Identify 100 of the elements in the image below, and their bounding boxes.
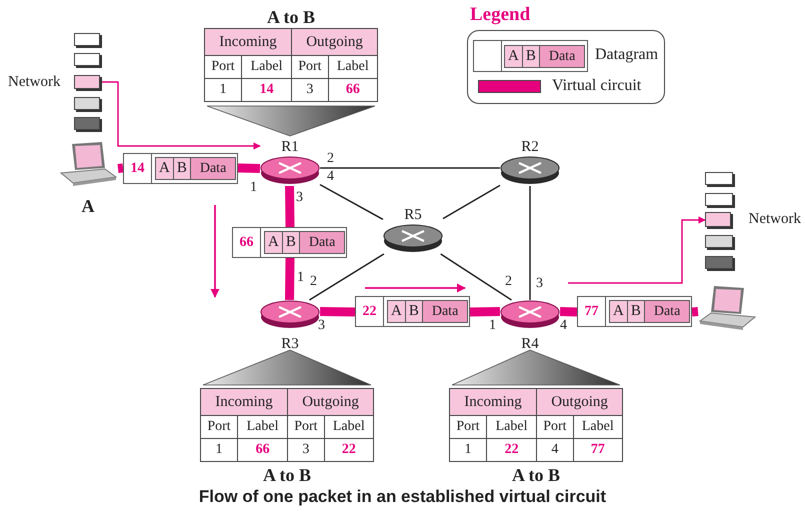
- virtual-circuit-link: [238, 164, 260, 173]
- virtual-circuit-link: [470, 307, 500, 316]
- port-number: 1: [297, 270, 304, 286]
- data-field: Data: [300, 232, 344, 253]
- circuit-label: 66: [233, 228, 261, 257]
- layer-label: Network: [748, 211, 801, 228]
- address-field: A: [610, 301, 628, 322]
- table-value: 66: [238, 438, 288, 462]
- circuit-label: 14: [124, 154, 152, 183]
- layer-box: [705, 193, 733, 206]
- router-label: R2: [520, 138, 540, 156]
- link-line: [529, 186, 531, 300]
- packet: [355, 296, 470, 327]
- port-number: 4: [327, 169, 334, 185]
- link-line: [442, 184, 500, 220]
- table-value: 22: [324, 438, 374, 462]
- link-line: [440, 253, 512, 301]
- datagram-sample: [473, 40, 588, 72]
- router-label: R1: [280, 138, 300, 156]
- column-subheader: Label: [573, 416, 622, 438]
- table-value: 3: [292, 78, 328, 102]
- column-subheader: Port: [288, 416, 324, 438]
- flow-arrow: [568, 216, 706, 284]
- packet: [577, 296, 692, 327]
- address-field: B: [522, 46, 540, 66]
- column-header: Incoming: [204, 28, 292, 56]
- pointer-wedge: [202, 350, 372, 386]
- packet: [232, 227, 347, 258]
- table-title: A to B: [510, 464, 561, 486]
- layer-box: [74, 33, 100, 46]
- column-subheader: Label: [242, 56, 292, 78]
- address-field: A: [505, 46, 523, 66]
- address-field: B: [406, 301, 423, 322]
- column-subheader: Port: [450, 416, 487, 438]
- table-value: 1: [200, 438, 238, 462]
- legend-title: Legend: [470, 4, 530, 26]
- data-field: Data: [540, 46, 584, 66]
- circuit-label: 22: [356, 297, 384, 326]
- address-field: B: [282, 232, 300, 253]
- column-subheader: Port: [292, 56, 328, 78]
- data-field: Data: [422, 301, 468, 322]
- virtual-circuit-link: [118, 164, 124, 173]
- column-header: Outgoing: [292, 28, 378, 56]
- table-value: 3: [288, 438, 324, 462]
- link-line: [309, 253, 384, 301]
- layer-box: [705, 235, 733, 248]
- table-value: 4: [536, 438, 574, 462]
- port-number: 2: [310, 274, 317, 290]
- virtual-circuit-link: [285, 258, 294, 300]
- data-field: Data: [190, 158, 236, 179]
- port-number: 4: [560, 318, 567, 334]
- data-field: Data: [644, 301, 690, 322]
- table-title: A to B: [262, 464, 312, 486]
- port-number: 2: [327, 151, 334, 167]
- circuit-label: 77: [578, 297, 606, 326]
- port-number: 3: [536, 276, 543, 292]
- port-number: 1: [250, 180, 257, 196]
- column-subheader: Label: [486, 416, 537, 438]
- table-value: 22: [486, 438, 537, 462]
- layer-label: Network: [8, 74, 60, 90]
- node-label: A: [80, 196, 96, 217]
- virtual-circuit-link: [560, 307, 578, 316]
- table-title: A to B: [266, 6, 316, 28]
- column-subheader: Label: [328, 56, 378, 78]
- packet: [123, 153, 238, 184]
- column-header: Incoming: [200, 388, 288, 416]
- column-subheader: Label: [238, 416, 288, 438]
- flow-arrow: [100, 81, 261, 150]
- router-label: R3: [280, 335, 300, 353]
- virtual-circuit-link: [320, 307, 356, 316]
- table-value: 1: [450, 438, 487, 462]
- address-field: A: [388, 301, 406, 322]
- layer-box: [74, 97, 100, 110]
- link-line: [320, 184, 384, 220]
- port-number: 1: [489, 318, 496, 334]
- router-label: R5: [403, 206, 423, 224]
- legend-text: Datagram: [595, 46, 658, 64]
- table-value: 77: [573, 438, 622, 462]
- layer-box: [705, 256, 733, 269]
- caption: Flow of one packet in an established virtual circuit: [198, 487, 608, 507]
- table-value: 14: [242, 78, 292, 102]
- address-field: A: [156, 158, 174, 179]
- virtual-circuit-link: [692, 307, 698, 316]
- address-field: B: [628, 301, 645, 322]
- port-number: 3: [296, 190, 303, 206]
- address-field: A: [265, 232, 283, 253]
- link-line: [320, 167, 500, 169]
- layer-box: [74, 117, 100, 130]
- legend-text: Virtual circuit: [552, 77, 642, 95]
- table-value: 1: [204, 78, 242, 102]
- column-header: Outgoing: [536, 388, 622, 416]
- column-header: Incoming: [450, 388, 537, 416]
- pointer-wedge: [206, 106, 376, 136]
- pointer-wedge: [452, 350, 620, 386]
- port-number: 3: [318, 318, 325, 334]
- column-subheader: Label: [324, 416, 374, 438]
- column-subheader: Port: [200, 416, 238, 438]
- router-label: R4: [520, 335, 540, 353]
- port-number: 2: [505, 274, 512, 290]
- table-value: 66: [328, 78, 378, 102]
